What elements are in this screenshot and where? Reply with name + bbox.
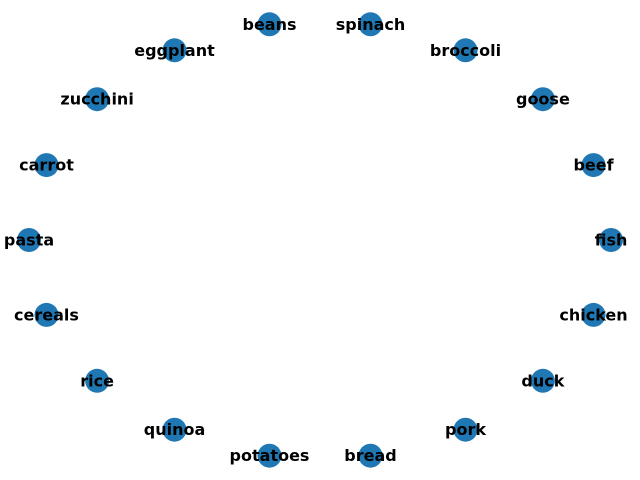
node-label: beef — [573, 156, 614, 175]
node-marker — [257, 12, 282, 37]
node-marker — [34, 153, 59, 178]
node-marker — [530, 87, 555, 112]
graph-node: zucchini — [60, 87, 134, 112]
node-label: chicken — [559, 305, 627, 324]
node-marker — [85, 368, 110, 393]
node-label: potatoes — [230, 446, 310, 465]
node-label: bread — [344, 446, 396, 465]
graph-node: bread — [344, 443, 397, 468]
graph-node: potatoes — [230, 443, 310, 468]
node-marker — [530, 368, 555, 393]
node-label: quinoa — [144, 420, 206, 439]
node-marker — [453, 417, 478, 442]
graph-node: duck — [521, 368, 565, 393]
node-label: beans — [242, 15, 296, 34]
node-label: broccoli — [430, 41, 501, 60]
node-label: pork — [445, 420, 486, 439]
node-marker — [599, 228, 623, 252]
graph-node: eggplant — [134, 38, 215, 63]
graph-node: pork — [445, 417, 486, 442]
graph-node: cereals — [14, 302, 79, 327]
node-label: eggplant — [134, 41, 215, 60]
node-label: pasta — [4, 231, 54, 250]
node-marker — [453, 38, 478, 63]
node-label: rice — [80, 371, 114, 390]
node-marker — [581, 153, 606, 178]
node-marker — [34, 302, 59, 327]
graph-node: quinoa — [144, 417, 206, 442]
graph-node: pasta — [4, 228, 54, 252]
nodes-layer: beans spinach broccoli goose beef fish chicken… — [4, 12, 628, 468]
node-label: fish — [595, 231, 628, 250]
node-label: goose — [516, 90, 570, 109]
graph-node: broccoli — [430, 38, 501, 63]
graph-node: fish — [595, 228, 628, 252]
node-label: spinach — [336, 15, 406, 34]
node-marker — [17, 228, 41, 252]
node-label: cereals — [14, 305, 79, 324]
node-marker — [85, 87, 110, 112]
graph-node: spinach — [336, 12, 406, 37]
node-marker — [257, 443, 282, 468]
graph-node: rice — [80, 368, 114, 393]
graph-node: chicken — [559, 302, 628, 327]
graph-node: beef — [573, 153, 615, 178]
node-marker — [358, 12, 383, 37]
node-marker — [162, 417, 187, 442]
node-marker — [581, 302, 606, 327]
node-label: zucchini — [60, 90, 133, 109]
graph-node: carrot — [19, 153, 74, 178]
graph-node: beans — [242, 12, 297, 37]
node-marker — [162, 38, 187, 63]
node-label: carrot — [19, 156, 74, 175]
graph-node: goose — [516, 87, 570, 112]
node-marker — [358, 443, 383, 468]
node-label: duck — [521, 371, 564, 390]
